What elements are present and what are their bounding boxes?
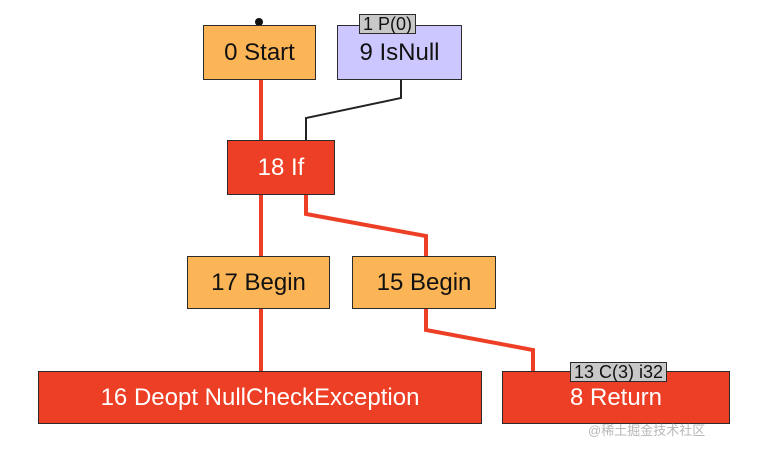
const-badge: 13 C(3) i32: [570, 362, 668, 382]
node-deopt[interactable]: 16 Deopt NullCheckException: [38, 371, 482, 424]
watermark: @稀土掘金技术社区: [588, 423, 706, 438]
node-start[interactable]: 0 Start: [203, 25, 316, 80]
node-isnull-label: 9 IsNull: [359, 38, 440, 66]
edge-isnull-to-if: [305, 80, 402, 140]
node-isnull[interactable]: 9 IsNull: [337, 25, 462, 80]
node-if[interactable]: 18 If: [227, 140, 335, 195]
node-begin-15-label: 15 Begin: [376, 268, 472, 296]
node-deopt-label: 16 Deopt NullCheckException: [100, 383, 420, 411]
node-return-label: 8 Return: [569, 383, 663, 411]
node-start-label: 0 Start: [224, 38, 295, 66]
start-marker-dot: [255, 18, 263, 26]
node-begin-17-label: 17 Begin: [211, 268, 306, 296]
edge-begin15-to-return: [424, 309, 535, 371]
node-begin-15[interactable]: 15 Begin: [352, 256, 496, 309]
node-if-label: 18 If: [257, 153, 305, 181]
param-badge: 1 P(0): [359, 14, 417, 34]
edge-if-to-begin15: [304, 195, 428, 256]
node-begin-17[interactable]: 17 Begin: [187, 256, 330, 309]
